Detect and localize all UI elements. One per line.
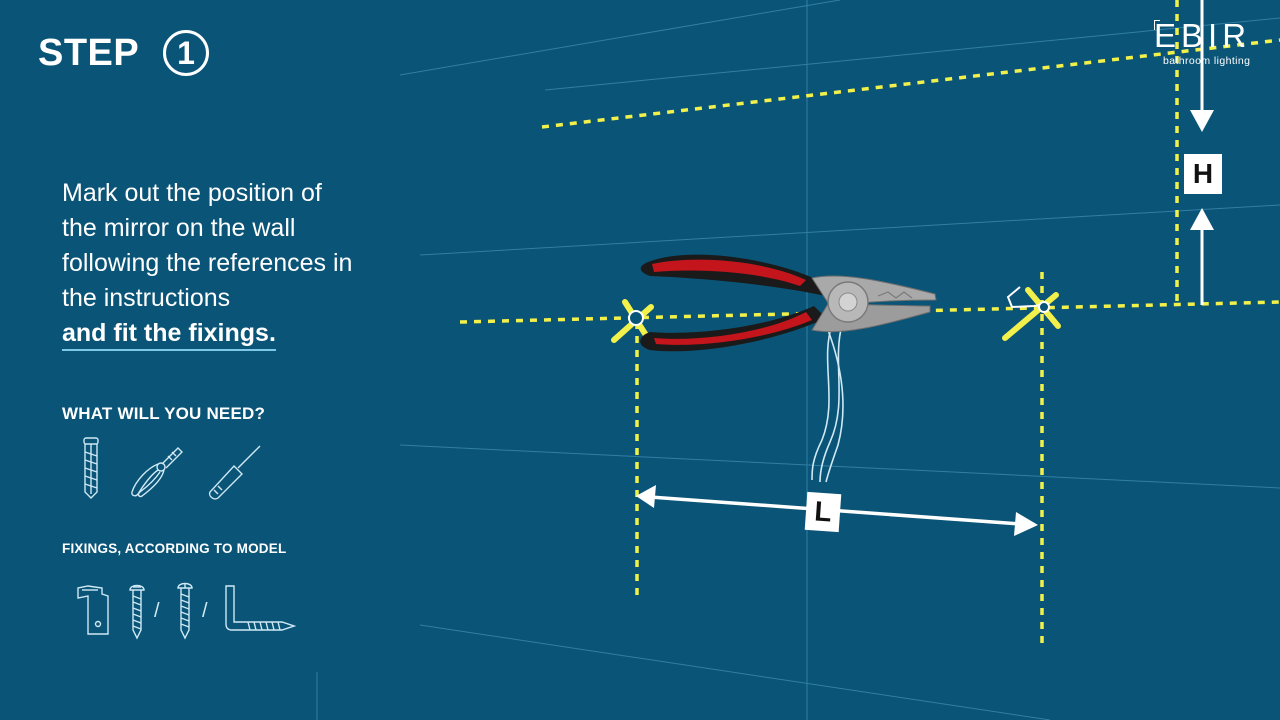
- fixing-separator: /: [154, 600, 160, 622]
- logo-corner-mark: [1154, 20, 1160, 30]
- instruction-line: the instructions: [62, 284, 231, 312]
- length-label: L: [804, 491, 842, 533]
- wall-plug-icon: [83, 437, 99, 499]
- step-number: 1: [163, 30, 210, 76]
- tools-heading: WHAT WILL YOU NEED?: [62, 404, 266, 423]
- right-fixing-mark: [1002, 286, 1061, 341]
- screw-icon: [129, 584, 145, 640]
- l-hook-icon: [225, 585, 296, 631]
- brand-tagline: bathroom lighting: [1163, 55, 1251, 67]
- cable: [811, 324, 844, 483]
- step-heading: STEP 1: [38, 30, 210, 76]
- step-label: STEP: [38, 31, 140, 74]
- pliers-icon: [131, 447, 183, 498]
- perspective-lines: [316, 0, 1280, 720]
- instruction-line: following the references in: [62, 249, 353, 277]
- screw-icon: [177, 582, 193, 640]
- brand-name: EBIR: [1154, 17, 1252, 54]
- fixings-heading: FIXINGS, ACCORDING TO MODEL: [62, 541, 287, 556]
- instruction-emphasis: and fit the fixings.: [62, 317, 276, 351]
- pliers-illustration: [640, 254, 937, 352]
- instruction-line: the mirror on the wall: [62, 214, 296, 242]
- instruction-line: Mark out the position of: [62, 179, 322, 207]
- height-arrows: [1190, 0, 1214, 305]
- top-edge-guide: [541, 38, 1280, 129]
- brand-logo: EBIR bathroom lighting: [1154, 18, 1264, 67]
- instructions: Mark out the position of the mirror on t…: [62, 176, 442, 351]
- height-label: H: [1184, 154, 1222, 194]
- bracket-icon: [77, 585, 109, 635]
- left-fixing-mark: [611, 299, 654, 343]
- fixing-separator: /: [202, 600, 208, 622]
- screwdriver-icon: [208, 445, 261, 500]
